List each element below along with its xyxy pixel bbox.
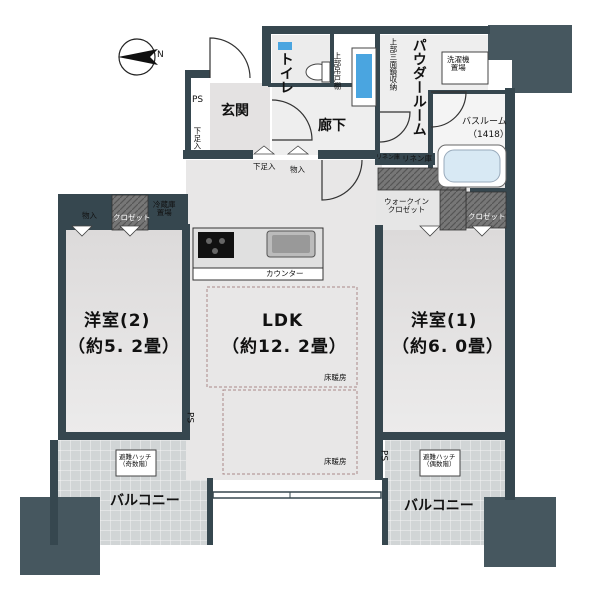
- hatch-left-label: 避難ハッチ （奇数階）: [119, 453, 152, 468]
- ps-left-label: PS: [184, 412, 195, 424]
- ldk-size: （約12. 2畳）: [222, 337, 347, 357]
- ldk-name: LDK: [262, 311, 304, 331]
- balcony-left-label: バルコニー: [110, 493, 180, 509]
- toilet-shelf-label: 上部吊戸棚: [332, 52, 342, 90]
- balcony-walls: [50, 440, 515, 545]
- balcony-right-label: バルコニー: [404, 498, 474, 514]
- counter-bar: [192, 267, 324, 281]
- toilet-label: トイレ: [277, 52, 294, 94]
- linen-small-label: リネン庫: [376, 154, 401, 161]
- counter-label: カウンター: [266, 269, 304, 278]
- west-room-2-floor: [65, 228, 183, 433]
- western1-size: （約6. 0畳）: [392, 337, 505, 357]
- entrance-label: 玄関: [221, 103, 249, 119]
- column-bottom-right: [484, 497, 556, 567]
- floor-heating-lower-label: 床暖房: [324, 457, 347, 466]
- hatch-right: [419, 449, 461, 477]
- washer-label: 洗濯機 置場: [447, 55, 470, 72]
- west-room-1-floor: [375, 228, 507, 433]
- ps-right-label: PS: [378, 450, 389, 462]
- storage-hall-label: 物入: [290, 165, 305, 174]
- ldk-window: [212, 491, 382, 499]
- western2-name: 洋室(2): [84, 311, 151, 331]
- bathroom-label: バスルーム: [462, 117, 507, 127]
- powder-room-label: パウダールーム: [410, 38, 427, 136]
- washer-box: [441, 51, 489, 85]
- closet-right-label: クロゼット: [468, 212, 506, 221]
- hatch-left: [115, 449, 157, 477]
- column-bottom-left: [20, 497, 100, 575]
- door-swings: [209, 37, 467, 201]
- shoe-box-label: 下足入: [253, 162, 276, 171]
- wic-label: ウォークイン クロゼット: [384, 197, 429, 214]
- column-top-right: [488, 25, 572, 93]
- hatch-right-label: 避難ハッチ （偶数階）: [423, 453, 456, 468]
- mirror-cabinet-label: 上部三面鏡収納: [388, 38, 398, 91]
- floor-heating-lower: [222, 389, 358, 475]
- floor-heating-upper: [206, 286, 358, 388]
- fridge-label: 冷蔵庫 置場: [153, 200, 176, 217]
- linen-label: リネン庫: [402, 154, 432, 163]
- ps-top-label: PS: [192, 95, 204, 105]
- storage-left-label: 物入: [82, 211, 97, 220]
- shoe-box-entrance-label: 下足入: [192, 127, 202, 150]
- bathroom-size: （1418）: [468, 130, 509, 140]
- closet-left-label: クロゼット: [113, 213, 151, 222]
- western1-name: 洋室(1): [411, 311, 478, 331]
- toilet-shelf-accent: [278, 42, 292, 50]
- ldk-floor: [186, 160, 382, 480]
- floor-heating-upper-label: 床暖房: [324, 373, 347, 382]
- compass-label: N: [157, 50, 164, 60]
- western2-size: （約5. 2畳）: [68, 337, 181, 357]
- cooktop: [198, 232, 234, 258]
- entrance-floor: [210, 83, 270, 153]
- closet-markers: [71, 145, 493, 237]
- compass-arrow: [118, 38, 158, 76]
- hallway-label: 廊下: [318, 118, 346, 134]
